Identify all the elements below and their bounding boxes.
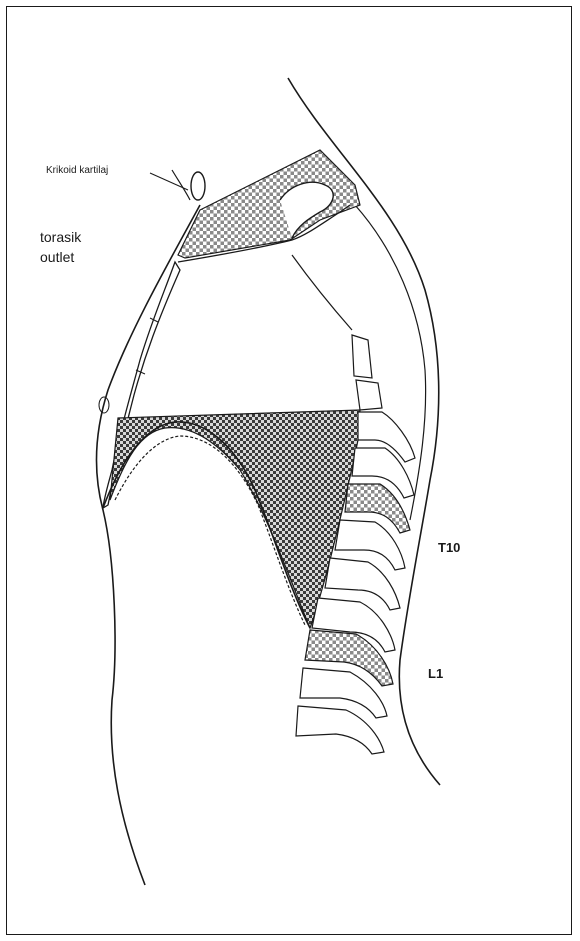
- torasik-label-line1: torasik: [40, 229, 82, 245]
- krikoid-label: Krikoid kartilaj: [46, 165, 108, 176]
- anterior-body-outline: [96, 205, 200, 885]
- lower-hatched-region: [110, 410, 360, 628]
- trachea-line: [172, 170, 190, 200]
- torasik-label-line2: outlet: [40, 249, 74, 265]
- upper-rib-inner: [292, 255, 352, 330]
- krikoid-leader-line: [150, 173, 188, 190]
- thoracic-outlet-region: [178, 150, 360, 258]
- cricoid-cartilage: [191, 172, 205, 200]
- l1-label: L1: [428, 666, 443, 681]
- t10-label: T10: [438, 540, 460, 555]
